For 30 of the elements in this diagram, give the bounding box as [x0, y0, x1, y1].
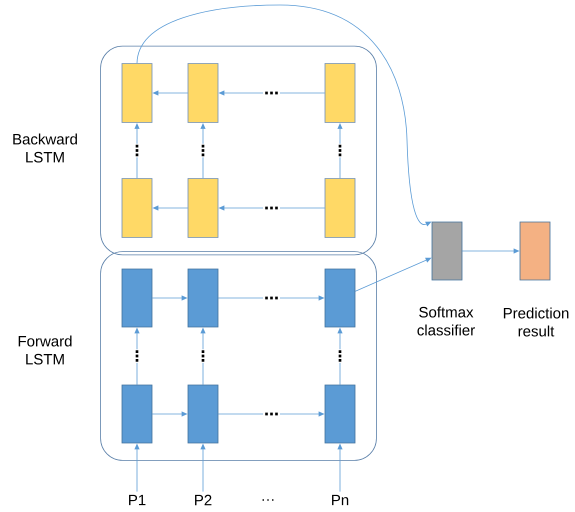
input-label: Pn [332, 494, 348, 506]
edge-label: ⋮ [128, 349, 146, 363]
lstm-cell [188, 178, 218, 238]
edge-label: ⋮ [332, 349, 348, 363]
edge-label: … [263, 296, 280, 300]
lstm-cell [122, 178, 152, 238]
lstm-cell [122, 268, 152, 328]
input-label: P2 [195, 494, 212, 506]
edge-label: … [263, 206, 280, 210]
lstm-cell [188, 384, 218, 444]
edge-label: ⋮ [332, 144, 348, 158]
lstm-cell [122, 63, 152, 123]
lstm-cell [188, 268, 218, 328]
lstm-cell [324, 63, 356, 123]
lstm-cell [324, 268, 356, 328]
edge-label: ⋮ [128, 144, 146, 158]
lstm-cell [324, 384, 356, 444]
lstm-cell [122, 384, 152, 444]
edge-label: … [263, 412, 280, 416]
lstm-cell [188, 63, 218, 123]
panel-label: Forward LSTM [18, 336, 72, 364]
input-label: P1 [129, 494, 146, 506]
edge-label: ⋮ [194, 144, 212, 158]
edge-label: … [263, 90, 280, 96]
box-caption: Prediction result [504, 308, 568, 336]
edge-label: ⋮ [194, 349, 212, 363]
ellipsis-label: … [262, 499, 274, 501]
lstm-cell [324, 178, 356, 238]
panel-label: Backward LSTM [13, 134, 77, 162]
box-caption: Softmax classifier [417, 306, 475, 336]
